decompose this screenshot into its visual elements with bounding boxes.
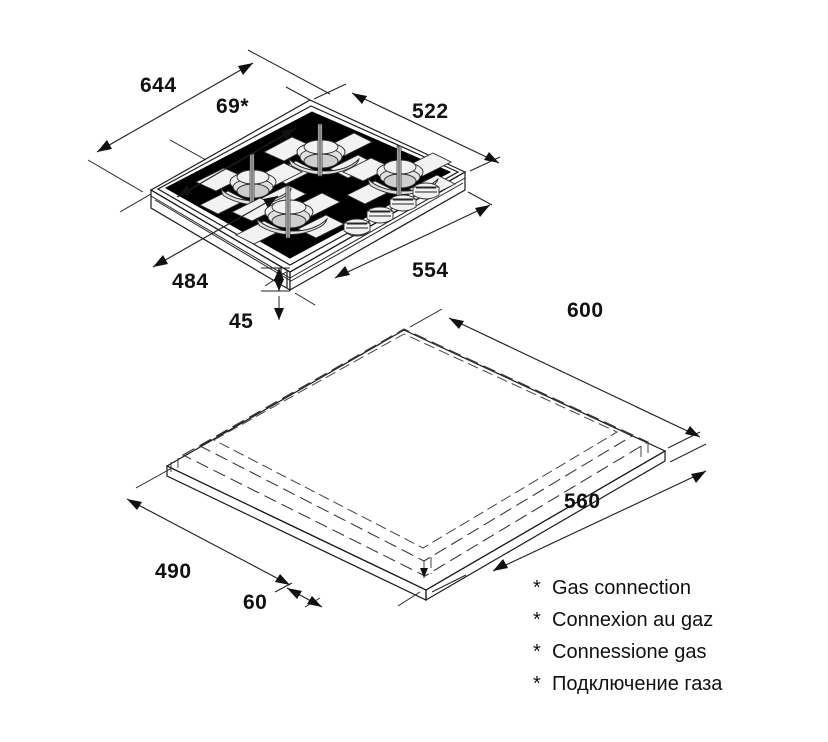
knob-1 [343,218,371,237]
dim-600-label: 600 [567,299,604,322]
dim-644-label: 644 [140,74,177,97]
dimension-45: 45 [229,267,290,333]
dim-560-label: 560 [564,490,601,513]
dim-69-label: 69* [216,95,249,118]
dim-484-label: 484 [172,270,209,293]
dim-522-label: 522 [412,100,449,123]
legend-item-2: * Connessione gas [533,641,707,663]
dim-490-label: 490 [155,560,192,583]
knob-3 [389,194,417,212]
dim-554-label: 554 [412,259,449,282]
dimension-484: 484 [119,193,287,293]
dim-45-label: 45 [229,310,253,333]
dim-60-label: 60 [243,591,267,614]
legend-marker-0: * [533,577,541,599]
dimension-69: 69* [169,86,311,198]
dimension-522: 522 [313,83,501,172]
dimension-644: 644 [87,49,331,193]
knob-2 [366,206,394,224]
legend-label-ru: Подключение газа [552,673,723,695]
control-knobs [343,182,440,237]
legend-item-3: * Подключение газа [533,673,723,695]
dimension-600: 600 [409,299,701,449]
gas-connection-legend: * Gas connection * Connexion au gaz * Co… [533,577,723,695]
burner-front-left [194,153,308,215]
legend-marker-1: * [533,609,541,631]
legend-marker-2: * [533,641,541,663]
knob-4 [412,182,440,200]
dimension-554: 554 [294,191,493,306]
dimension-490: 490 [126,467,421,607]
worktop-cutout-view: 600 560 490 [126,299,707,614]
legend-label-en: Gas connection [552,577,691,599]
gas-hob-isometric-view: 644 69* 522 [87,49,501,333]
legend-item-0: * Gas connection [533,577,691,599]
legend-label-it: Connessione gas [552,641,707,663]
legend-marker-3: * [533,673,541,695]
legend-item-1: * Connexion au gaz [533,609,713,631]
dimension-60: 60 [243,582,323,614]
dimension-560: 560 [431,443,707,593]
legend-label-fr: Connexion au gaz [552,609,713,631]
hob-body [150,170,466,292]
cutout-outline [170,328,650,578]
